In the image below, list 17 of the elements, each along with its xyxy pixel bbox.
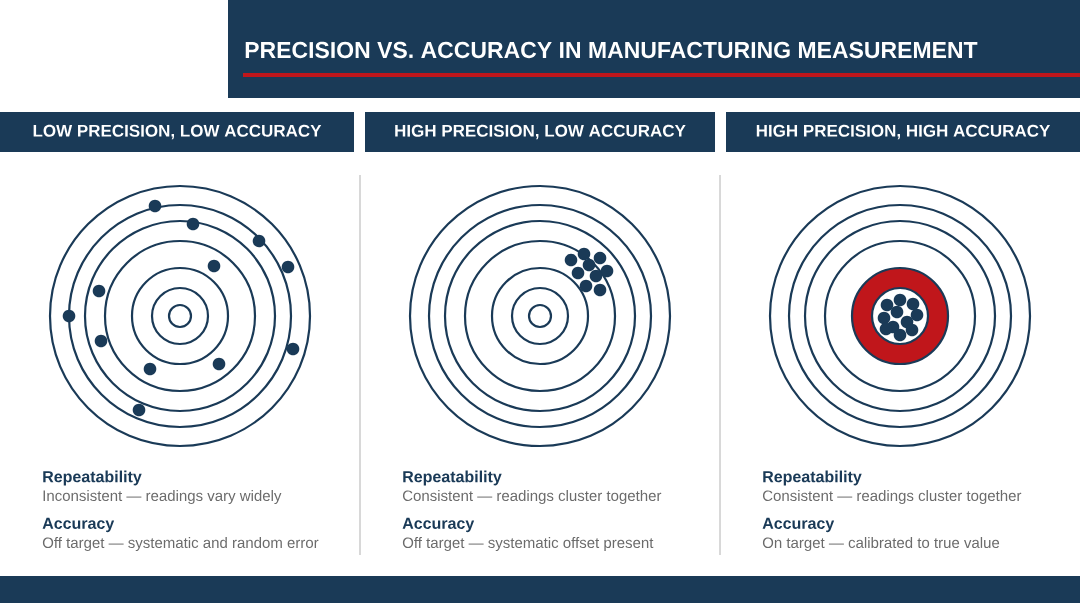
section-heading: Repeatability xyxy=(763,470,862,486)
section-heading: Repeatability xyxy=(43,470,142,486)
title: PRECISION VS. ACCURACY IN MANUFACTURING MEASUREMENT xyxy=(245,41,978,59)
description: Consistent — readings cluster together xyxy=(762,490,1022,504)
column-header: HIGH PRECISION, LOW ACCURACY xyxy=(365,112,715,152)
column-header: LOW PRECISION, LOW ACCURACY xyxy=(0,112,354,152)
section-heading: Accuracy xyxy=(762,517,835,533)
section-heading: Accuracy xyxy=(402,517,475,533)
section-heading: Accuracy xyxy=(42,517,115,533)
description: Consistent — readings cluster together xyxy=(402,490,662,504)
description: Off target — systematic and random error xyxy=(42,537,319,551)
description: On target — calibrated to true value xyxy=(762,537,1000,551)
section-heading: Repeatability xyxy=(403,470,502,486)
column-header: HIGH PRECISION, HIGH ACCURACY xyxy=(726,112,1080,152)
footer-bar xyxy=(0,576,1080,603)
description: Inconsistent — readings vary widely xyxy=(43,490,282,504)
description: Off target — systematic offset present xyxy=(402,537,654,551)
